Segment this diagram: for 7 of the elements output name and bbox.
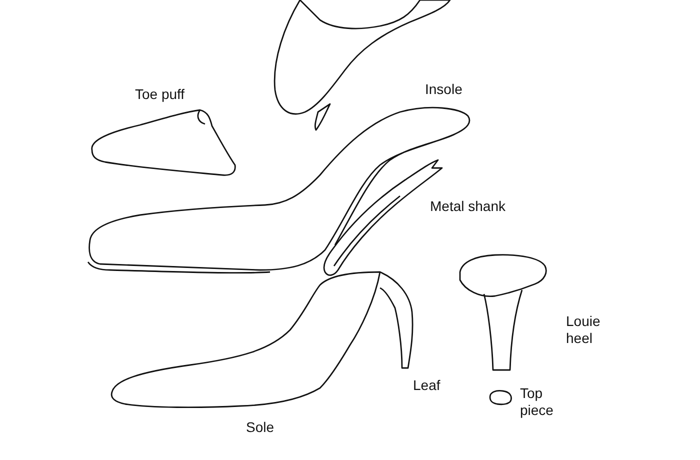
part-label: Leaf [413, 377, 442, 394]
part-label: Metal shank [430, 198, 506, 215]
part-label: Insole [425, 81, 464, 98]
part-label: Top piece [520, 385, 554, 419]
part-label: Sole [246, 419, 276, 436]
part-label: Louie heel [566, 313, 602, 347]
part-label: Toe puff [135, 86, 186, 103]
